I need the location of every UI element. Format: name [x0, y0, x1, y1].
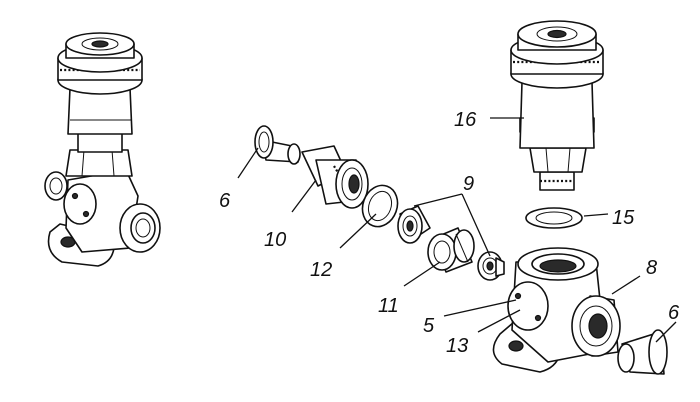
callout-6-right: 6 — [668, 302, 680, 324]
part-sleeve-11 — [427, 227, 475, 273]
assembled-pump-drawing — [44, 32, 161, 267]
part-sealing-ring-12 — [361, 184, 399, 228]
callout-16: 16 — [454, 109, 477, 131]
callout-10: 10 — [264, 229, 286, 251]
part-body-8 — [492, 247, 621, 373]
callout-15: 15 — [612, 207, 635, 229]
callout-5: 5 — [423, 315, 435, 337]
callout-labels: 6 10 12 9 11 5 13 16 15 8 6 — [219, 109, 680, 357]
callout-12: 12 — [310, 259, 332, 281]
part-washer-15 — [525, 207, 583, 229]
callout-13: 13 — [446, 335, 468, 357]
callout-8: 8 — [646, 257, 657, 279]
callout-9: 9 — [463, 173, 474, 195]
leader-lines — [237, 117, 677, 343]
callout-6-left: 6 — [219, 190, 231, 212]
part-valve-9-upper — [397, 205, 431, 244]
part-pump-16 — [510, 20, 604, 191]
part-cap-6-left — [254, 125, 301, 165]
callout-11: 11 — [378, 295, 399, 317]
part-cap-6-right — [617, 329, 668, 375]
part-threaded-fitting-10 — [301, 145, 369, 209]
part-valve-9-lower — [477, 251, 505, 281]
